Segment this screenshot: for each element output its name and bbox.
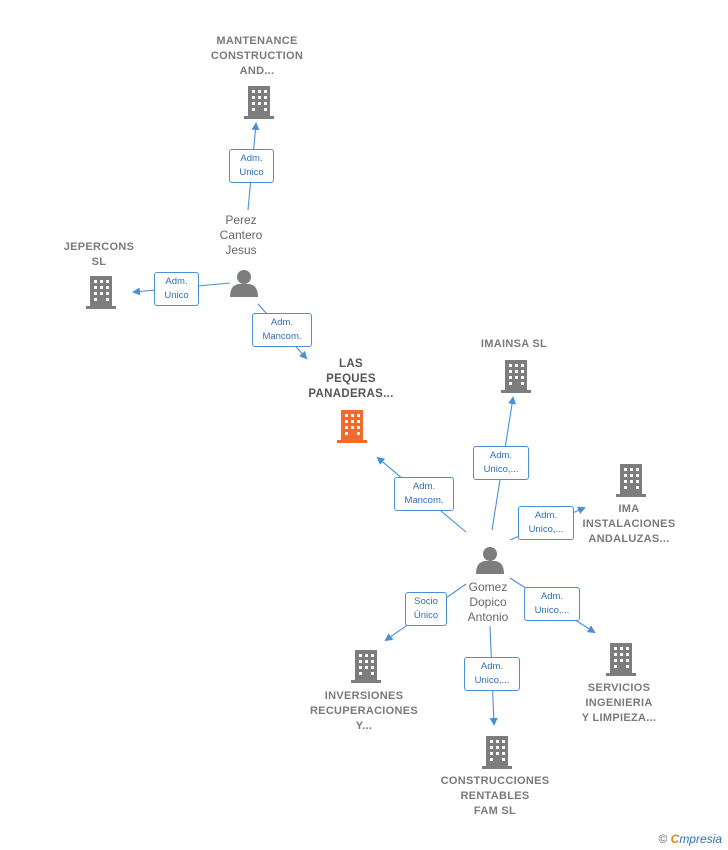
company-label-imainsa[interactable]: IMAINSA SL (480, 338, 548, 350)
company-label-inversiones[interactable]: INVERSIONES RECUPERACIONES Y... (309, 690, 419, 732)
person-icon-gomez[interactable] (476, 547, 504, 574)
building-icon-las-peques[interactable] (337, 410, 367, 443)
edge-label-gomez-inversiones: Socio Único (405, 592, 447, 626)
edge-label-gomez-servicios: Adm. Unico,... (524, 587, 580, 621)
building-icon-ima[interactable] (616, 464, 646, 497)
edge-label-gomez-laspeques: Adm. Mancom. (394, 477, 454, 511)
edge-label-gomez-imainsa: Adm. Unico,... (473, 446, 529, 480)
edge-label-gomez-construcciones: Adm. Unico,... (464, 657, 520, 691)
building-icon-mantenance[interactable] (244, 86, 274, 119)
empresia-watermark: © Cmpresia (658, 832, 722, 846)
company-label-las-peques[interactable]: LAS PEQUES PANADERAS... (308, 358, 394, 400)
empresia-logo: Cmpresia (670, 832, 722, 846)
building-icon-jepercons[interactable] (86, 276, 116, 309)
company-label-construcciones[interactable]: CONSTRUCCIONES RENTABLES FAM SL (440, 775, 550, 817)
company-label-mantenance[interactable]: MANTENANCE CONSTRUCTION AND... (210, 35, 304, 77)
edge-label-perez-jepercons: Adm. Unico (154, 272, 199, 306)
edge-label-perez-mantenance: Adm. Unico (229, 149, 274, 183)
person-label-gomez[interactable]: Gomez Dopico Antonio (467, 580, 509, 624)
edge-label-gomez-ima: Adm. Unico,... (518, 506, 574, 540)
building-icon-imainsa[interactable] (501, 360, 531, 393)
building-icon-servicios[interactable] (606, 643, 636, 676)
building-icon-construcciones[interactable] (482, 736, 512, 769)
edge-label-perez-laspeques: Adm. Mancom. (252, 313, 312, 347)
building-icon-inversiones[interactable] (351, 650, 381, 683)
company-label-jepercons[interactable]: JEPERCONS SL (63, 241, 135, 268)
company-label-servicios[interactable]: SERVICIOS INGENIERIA Y LIMPIEZA... (581, 682, 657, 724)
copyright-symbol: © (658, 832, 668, 846)
person-label-perez[interactable]: Perez Cantero Jesus (219, 213, 263, 257)
company-label-ima[interactable]: IMA INSTALACIONES ANDALUZAS... (582, 503, 676, 545)
person-icon-perez[interactable] (230, 270, 258, 297)
